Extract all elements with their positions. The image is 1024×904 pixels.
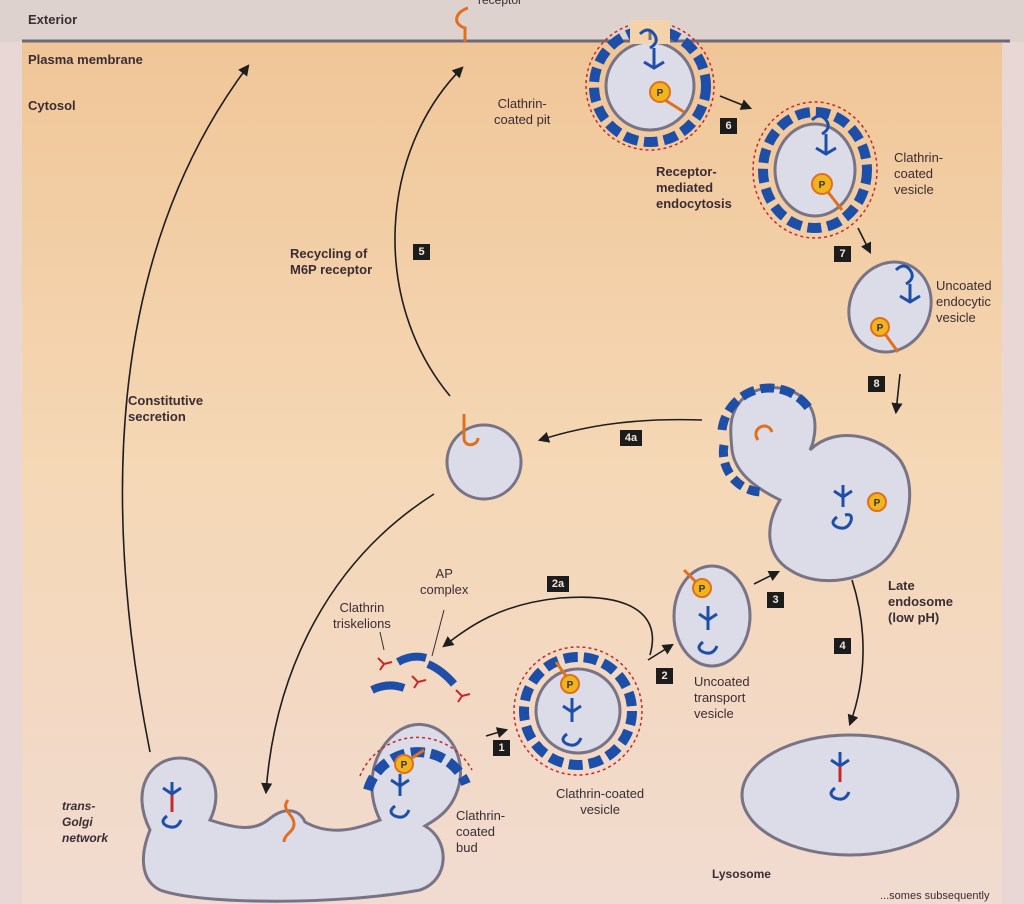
exterior-label: Exterior: [28, 12, 78, 27]
clathrin-coated-pit: [585, 20, 715, 151]
trans-golgi-network-label: trans- Golgi network: [62, 799, 109, 845]
phosphate-symbol: P: [699, 584, 706, 595]
late-endosome: [717, 383, 912, 583]
clathrin-triskelions-label: Clathrin triskelions: [333, 600, 391, 631]
constitutive-secretion-label: Constitutive secretion: [128, 393, 204, 424]
phosphate-symbol: P: [401, 760, 408, 771]
phosphate-symbol: P: [877, 323, 884, 334]
step-badge-2a: 2a: [547, 576, 569, 592]
lysosome-label: Lysosome: [712, 867, 771, 881]
footer-fragment: ...somes subsequently: [880, 890, 990, 902]
step-badge-1: 1: [493, 740, 510, 756]
step-badge-8: 8: [868, 376, 885, 392]
step-badge-4a: 4a: [620, 430, 642, 446]
arrow-step-7: [857, 227, 872, 255]
receptor-mediated-endocytosis-label: Receptor- mediated endocytosis: [656, 164, 732, 211]
arrow-step-8: [891, 373, 903, 415]
phosphate-symbol: P: [567, 680, 574, 691]
phosphate-symbol: P: [657, 88, 664, 99]
ap-complex-label: AP complex: [420, 566, 469, 597]
uncoated-endocytic-vesicle: [847, 260, 933, 354]
step-badge-2: 2: [656, 668, 673, 684]
clathrin-coated-vesicle-bottom: [513, 646, 643, 776]
step-badge-3: 3: [767, 592, 784, 608]
clathrin-coated-vesicle-top: [752, 101, 878, 239]
arrow-step-3: [753, 570, 781, 585]
lysosome: [740, 733, 960, 857]
clathrin-coated-pit-label: Clathrin- coated pit: [494, 96, 551, 127]
arrow-step-1: [485, 727, 509, 738]
arrow-step-2a: [442, 596, 654, 656]
arrow-recycling-to-golgi: [261, 493, 435, 795]
clathrin-coated-vesicle-bottom-label: Clathrin-coated vesicle: [556, 786, 645, 817]
plasma-membrane-label: Plasma membrane: [28, 52, 143, 67]
surface-receptor: [455, 6, 469, 42]
recycling-vesicle: [445, 414, 523, 501]
phosphate-symbol: P: [874, 498, 881, 509]
arrow-recycling-m6p: [394, 66, 464, 397]
exterior-region: [0, 0, 1024, 42]
step-badge-5: 5: [413, 244, 430, 260]
step-badge-6: 6: [720, 118, 737, 134]
phosphate-markers: P P P P P P P: [401, 88, 884, 771]
late-endosome-label: Late endosome (low pH): [888, 578, 954, 625]
step-badge-7: 7: [834, 246, 851, 262]
step-badge-4: 4: [834, 638, 851, 654]
clathrin-coated-bud: [359, 736, 473, 819]
arrow-constitutive-secretion: [121, 64, 250, 753]
clathrin-triskelions: [370, 609, 471, 703]
phosphate-symbol: P: [819, 180, 826, 191]
clathrin-coated-vesicle-top-label: Clathrin- coated vesicle: [894, 150, 944, 197]
arrow-step-6: [719, 95, 753, 110]
arrow-step-4a: [537, 418, 703, 443]
uncoated-transport-vesicle: [672, 564, 752, 668]
recycling-m6p-receptor-label: Recycling of M6P receptor: [290, 246, 373, 277]
uncoated-endocytic-vesicle-label: Uncoated endocytic vesicle: [936, 278, 992, 325]
arrow-step-4: [847, 579, 864, 727]
cytosol-label: Cytosol: [28, 98, 76, 113]
clathrin-coated-bud-label: Clathrin- coated bud: [456, 808, 506, 855]
receptor-label: receptor: [478, 0, 523, 7]
uncoated-transport-vesicle-label: Uncoated transport vesicle: [694, 674, 750, 721]
pathway-arrows: [121, 64, 903, 795]
arrow-step-2: [647, 643, 674, 661]
